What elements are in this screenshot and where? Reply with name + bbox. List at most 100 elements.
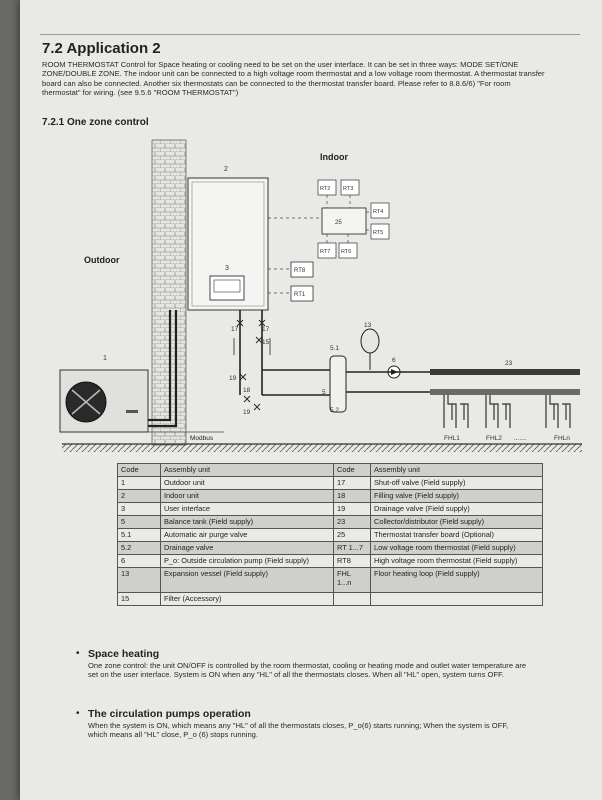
- space-heating-title: Space heating: [88, 648, 160, 660]
- cell: High voltage room thermostat (Field supp…: [370, 554, 543, 568]
- label-rt6: RT6: [341, 249, 351, 255]
- cell: 25: [333, 528, 371, 542]
- label-fhln: FHLn: [554, 435, 570, 442]
- cell: Shut-off valve (Field supply): [370, 476, 543, 490]
- intro-paragraph: ROOM THERMOSTAT Control for Space heatin…: [42, 60, 545, 98]
- label-filling-valve: 18: [243, 387, 251, 394]
- cell: 15: [117, 592, 161, 606]
- label-loop-dots: .......: [514, 435, 527, 442]
- indoor-label: Indoor: [320, 152, 348, 162]
- cell: Collector/distributor (Field supply): [370, 515, 543, 529]
- header-assembly-2: Assembly unit: [370, 463, 543, 477]
- cell: 2: [117, 489, 161, 503]
- cell: P_o: Outside circulation pump (Field sup…: [160, 554, 334, 568]
- ground-hatch: [62, 444, 582, 452]
- subsection-heading: 7.2.1 One zone control: [42, 117, 149, 128]
- balance-tank: [329, 355, 347, 413]
- cell: RT8: [333, 554, 371, 568]
- cell: Indoor unit: [160, 489, 334, 503]
- collector-supply: [430, 369, 580, 375]
- refrigerant-pipes: [148, 310, 178, 428]
- rt1-box: [290, 285, 314, 302]
- label-rt5: RT5: [373, 230, 383, 236]
- rt4-box: [370, 202, 390, 219]
- label-rt7: RT7: [320, 249, 330, 255]
- cell: Filling valve (Field supply): [370, 489, 543, 503]
- cell: Balance tank (Field supply): [160, 515, 334, 529]
- label-balance-tank: 5: [322, 389, 326, 396]
- label-pump: 6: [392, 357, 396, 364]
- table-row: 3 User interface 19 Drainage valve (Fiel…: [117, 502, 543, 516]
- label-rt4: RT4: [373, 209, 383, 215]
- cell: 1: [117, 476, 161, 490]
- space-heating-section: • Space heating One zone control: the un…: [76, 648, 536, 698]
- cell: Expansion vessel (Field supply): [160, 567, 334, 593]
- cell: Floor heating loop (Field supply): [370, 567, 543, 593]
- cell: [370, 592, 543, 606]
- label-fhl1: FHL1: [444, 435, 460, 442]
- cell: 23: [333, 515, 371, 529]
- label-fhl2: FHL2: [486, 435, 502, 442]
- valve-icons: [236, 319, 266, 411]
- header-rule: [40, 34, 580, 35]
- thermostat-transfer-board: [321, 207, 367, 235]
- collector-lines: [346, 371, 430, 393]
- table-row: 2 Indoor unit 18 Filling valve (Field su…: [117, 489, 543, 503]
- cell: [333, 592, 371, 606]
- cell: 6: [117, 554, 161, 568]
- water-pipes: [239, 310, 338, 396]
- label-shutoff-valve-b: 17: [262, 326, 270, 333]
- header-code-1: Code: [117, 463, 161, 477]
- section-heading: 7.2 Application 2: [42, 40, 161, 57]
- expansion-vessel: [360, 328, 380, 354]
- circulation-body: When the system is ON, which means any "…: [88, 721, 509, 740]
- cell: RT 1...7: [333, 541, 371, 555]
- rt8-box: [290, 261, 314, 278]
- label-drain-valve-a: 19: [229, 375, 237, 382]
- label-rt1: RT1: [294, 292, 306, 298]
- label-drain-valve-b: 19: [243, 409, 251, 416]
- label-transfer-board: 25: [335, 220, 342, 226]
- bullet-icon: •: [76, 648, 80, 659]
- table-row: 6 P_o: Outside circulation pump (Field s…: [117, 554, 543, 568]
- label-rt3: RT3: [343, 186, 353, 192]
- thermostat-wiring: [268, 195, 371, 294]
- cell: Automatic air purge valve: [160, 528, 334, 542]
- cell: 18: [333, 489, 371, 503]
- one-zone-diagram: 2 3 Indoor 25 RT2 RT3 RT4 RT5 RT7 RT6 RT…: [59, 139, 582, 452]
- cell: 5.1: [117, 528, 161, 542]
- outdoor-label: Outdoor: [84, 255, 120, 265]
- cell: 17: [333, 476, 371, 490]
- cell: Thermostat transfer board (Optional): [370, 528, 543, 542]
- floor-heating-loops: [443, 395, 571, 428]
- label-outdoor-unit: 1: [103, 355, 107, 362]
- cell: Drainage valve (Field supply): [370, 502, 543, 516]
- label-filter: 15: [262, 339, 270, 346]
- table-row: 5.1 Automatic air purge valve 25 Thermos…: [117, 528, 543, 542]
- label-user-interface: 3: [225, 265, 229, 272]
- cell: 13: [117, 567, 161, 593]
- assembly-code-table: Code Assembly unit Code Assembly unit 1 …: [117, 463, 543, 606]
- label-collector: 23: [505, 360, 513, 367]
- circulation-title: The circulation pumps operation: [88, 708, 251, 720]
- cell: User interface: [160, 502, 334, 516]
- table-row: 15 Filter (Accessory): [117, 592, 543, 606]
- label-shutoff-valve-a: 17: [231, 326, 239, 333]
- table-row: 5.2 Drainage valve RT 1...7 Low voltage …: [117, 541, 543, 555]
- header-code-2: Code: [333, 463, 371, 477]
- space-heating-body: One zone control: the unit ON/OFF is con…: [88, 661, 527, 680]
- collector-return: [430, 389, 580, 395]
- table-row: 5 Balance tank (Field supply) 23 Collect…: [117, 515, 543, 529]
- rt5-box: [370, 223, 390, 240]
- label-indoor-unit: 2: [224, 166, 228, 173]
- cell: 5.2: [117, 541, 161, 555]
- user-interface: [209, 275, 245, 301]
- cell: Outdoor unit: [160, 476, 334, 490]
- cell: 5: [117, 515, 161, 529]
- label-rt2: RT2: [320, 186, 330, 192]
- label-drainage-valve: 5.2: [330, 407, 339, 414]
- header-assembly-1: Assembly unit: [160, 463, 334, 477]
- fan-blades: [71, 389, 101, 415]
- cell: 19: [333, 502, 371, 516]
- bullet-icon: •: [76, 708, 80, 719]
